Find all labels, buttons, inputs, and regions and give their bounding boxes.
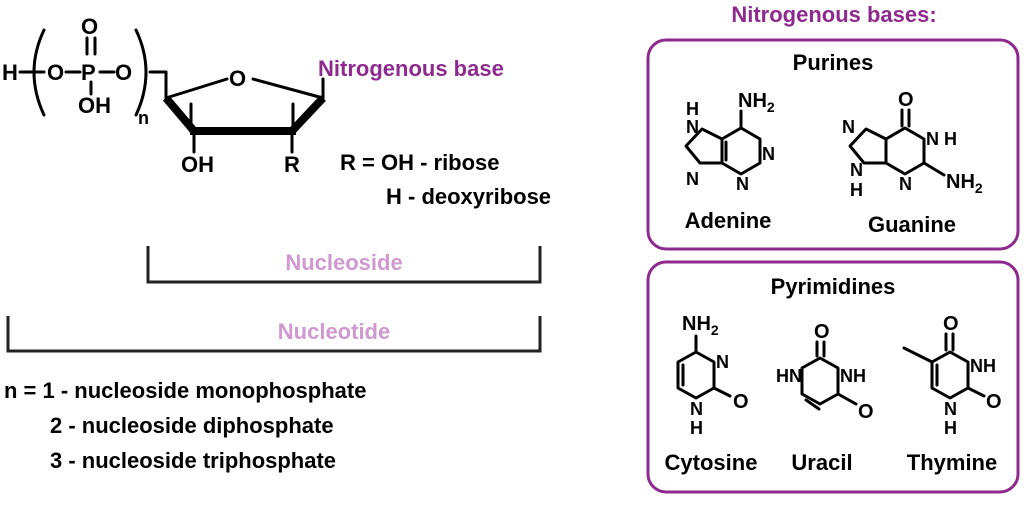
adenine-n2: N: [736, 174, 749, 194]
purines-heading: Purines: [793, 50, 874, 75]
o-right-atom: O: [115, 60, 132, 85]
c4-c3-wedge: [162, 95, 198, 134]
adenine-structure: NH2 N H N N N Adenine: [684, 90, 775, 233]
repeat-paren-right: [134, 28, 148, 117]
thymine-methyl: [902, 346, 934, 364]
thymine-o-top: O: [943, 313, 959, 335]
uracil-o-right: O: [858, 401, 874, 423]
guanine-six-ring: [884, 126, 926, 176]
adenine-nh: N: [686, 117, 699, 137]
n-list-item-3: 3 - nucleoside triphosphate: [50, 448, 336, 473]
h-atom: H: [2, 60, 18, 85]
guanine-nh2-label: NH2: [946, 171, 983, 196]
uracil-structure: O HN NH O Uracil: [776, 321, 874, 475]
thymine-o-right: O: [986, 391, 1002, 413]
uracil-name: Uracil: [791, 450, 852, 475]
adenine-six-ring: [720, 126, 762, 176]
guanine-h: H: [850, 180, 863, 200]
r-definition-line2: H - deoxyribose: [386, 184, 551, 209]
n-list-item-1: n = 1 - nucleoside monophosphate: [4, 378, 366, 403]
nucleoside-label: Nucleoside: [285, 250, 402, 275]
guanine-o: O: [898, 89, 914, 111]
cytosine-name: Cytosine: [665, 450, 758, 475]
guanine-nh-h: H: [944, 129, 957, 149]
cytosine-nh: N: [690, 399, 703, 419]
repeat-paren-left: [32, 28, 46, 117]
sugar-oh-atom: OH: [181, 152, 214, 177]
uracil-hn: HN: [776, 366, 802, 386]
guanine-five-ring: [848, 127, 888, 165]
uracil-ring: [800, 356, 840, 406]
sugar-r-atom: R: [284, 152, 300, 177]
cytosine-nh2-label: NH2: [682, 313, 719, 338]
pyrimidines-heading: Pyrimidines: [771, 274, 896, 299]
guanine-nh: N: [926, 129, 939, 149]
guanine-n3: N: [899, 174, 912, 194]
thymine-co-right: [966, 386, 986, 398]
guanine-n1: N: [842, 117, 855, 137]
nucleoside-bracket: [146, 246, 542, 284]
cytosine-n: N: [716, 352, 729, 372]
oh-atom: OH: [78, 93, 111, 118]
thymine-n: N: [944, 399, 957, 419]
c2-c1-wedge: [289, 95, 326, 134]
purines-box: [646, 38, 1020, 251]
adenine-name: Adenine: [685, 208, 772, 233]
pyrimidines-box: [646, 260, 1020, 494]
guanine-structure: O N H N N H N NH2 Guanine: [842, 89, 983, 237]
cytosine-structure: NH2 N O N H Cytosine: [665, 313, 758, 475]
repeat-n: n: [138, 108, 149, 128]
thymine-name: Thymine: [907, 450, 997, 475]
guanine-n2: N: [850, 160, 863, 180]
phosphate-group: H O P O OH O n: [2, 14, 168, 128]
thymine-nh-h: H: [944, 418, 957, 438]
bases-panel-title: Nitrogenous bases:: [731, 2, 936, 27]
n-list-item-2: 2 - nucleoside diphosphate: [50, 413, 334, 438]
o-c1-bond: [251, 77, 325, 100]
sugar-ring: O OH R Nitrogenous base: [162, 56, 504, 177]
uracil-nh: NH: [840, 366, 866, 386]
adenine-nh2-label: NH2: [738, 90, 775, 115]
adenine-nh-h: H: [686, 99, 699, 119]
cytosine-co-bond: [712, 386, 732, 398]
p-atom: P: [81, 60, 96, 85]
o-top-atom: O: [81, 14, 98, 39]
guanine-nh2-bond: [922, 161, 946, 177]
guanine-name: Guanine: [868, 212, 956, 237]
c4-o-bond: [164, 77, 229, 100]
adenine-five-ring: [684, 127, 724, 165]
uracil-double: [804, 398, 821, 411]
o-left-atom: O: [47, 60, 64, 85]
thymine-nh: NH: [970, 356, 996, 376]
uracil-co-right: [836, 392, 858, 406]
ring-o-atom: O: [229, 66, 246, 91]
cytosine-ring: [676, 350, 716, 400]
cytosine-nh-h: H: [690, 418, 703, 438]
adenine-n1: N: [686, 169, 699, 189]
cytosine-o: O: [733, 391, 749, 413]
nucleotide-label: Nucleotide: [278, 319, 390, 344]
thymine-structure: O NH O N H Thymine: [902, 313, 1002, 475]
r-definition-line1: R = OH - ribose: [340, 150, 500, 175]
adenine-n3: N: [762, 144, 775, 164]
uracil-o-top: O: [814, 321, 830, 343]
nitrogenous-base-label: Nitrogenous base: [318, 56, 504, 81]
nucleotide-bracket: [6, 316, 542, 353]
